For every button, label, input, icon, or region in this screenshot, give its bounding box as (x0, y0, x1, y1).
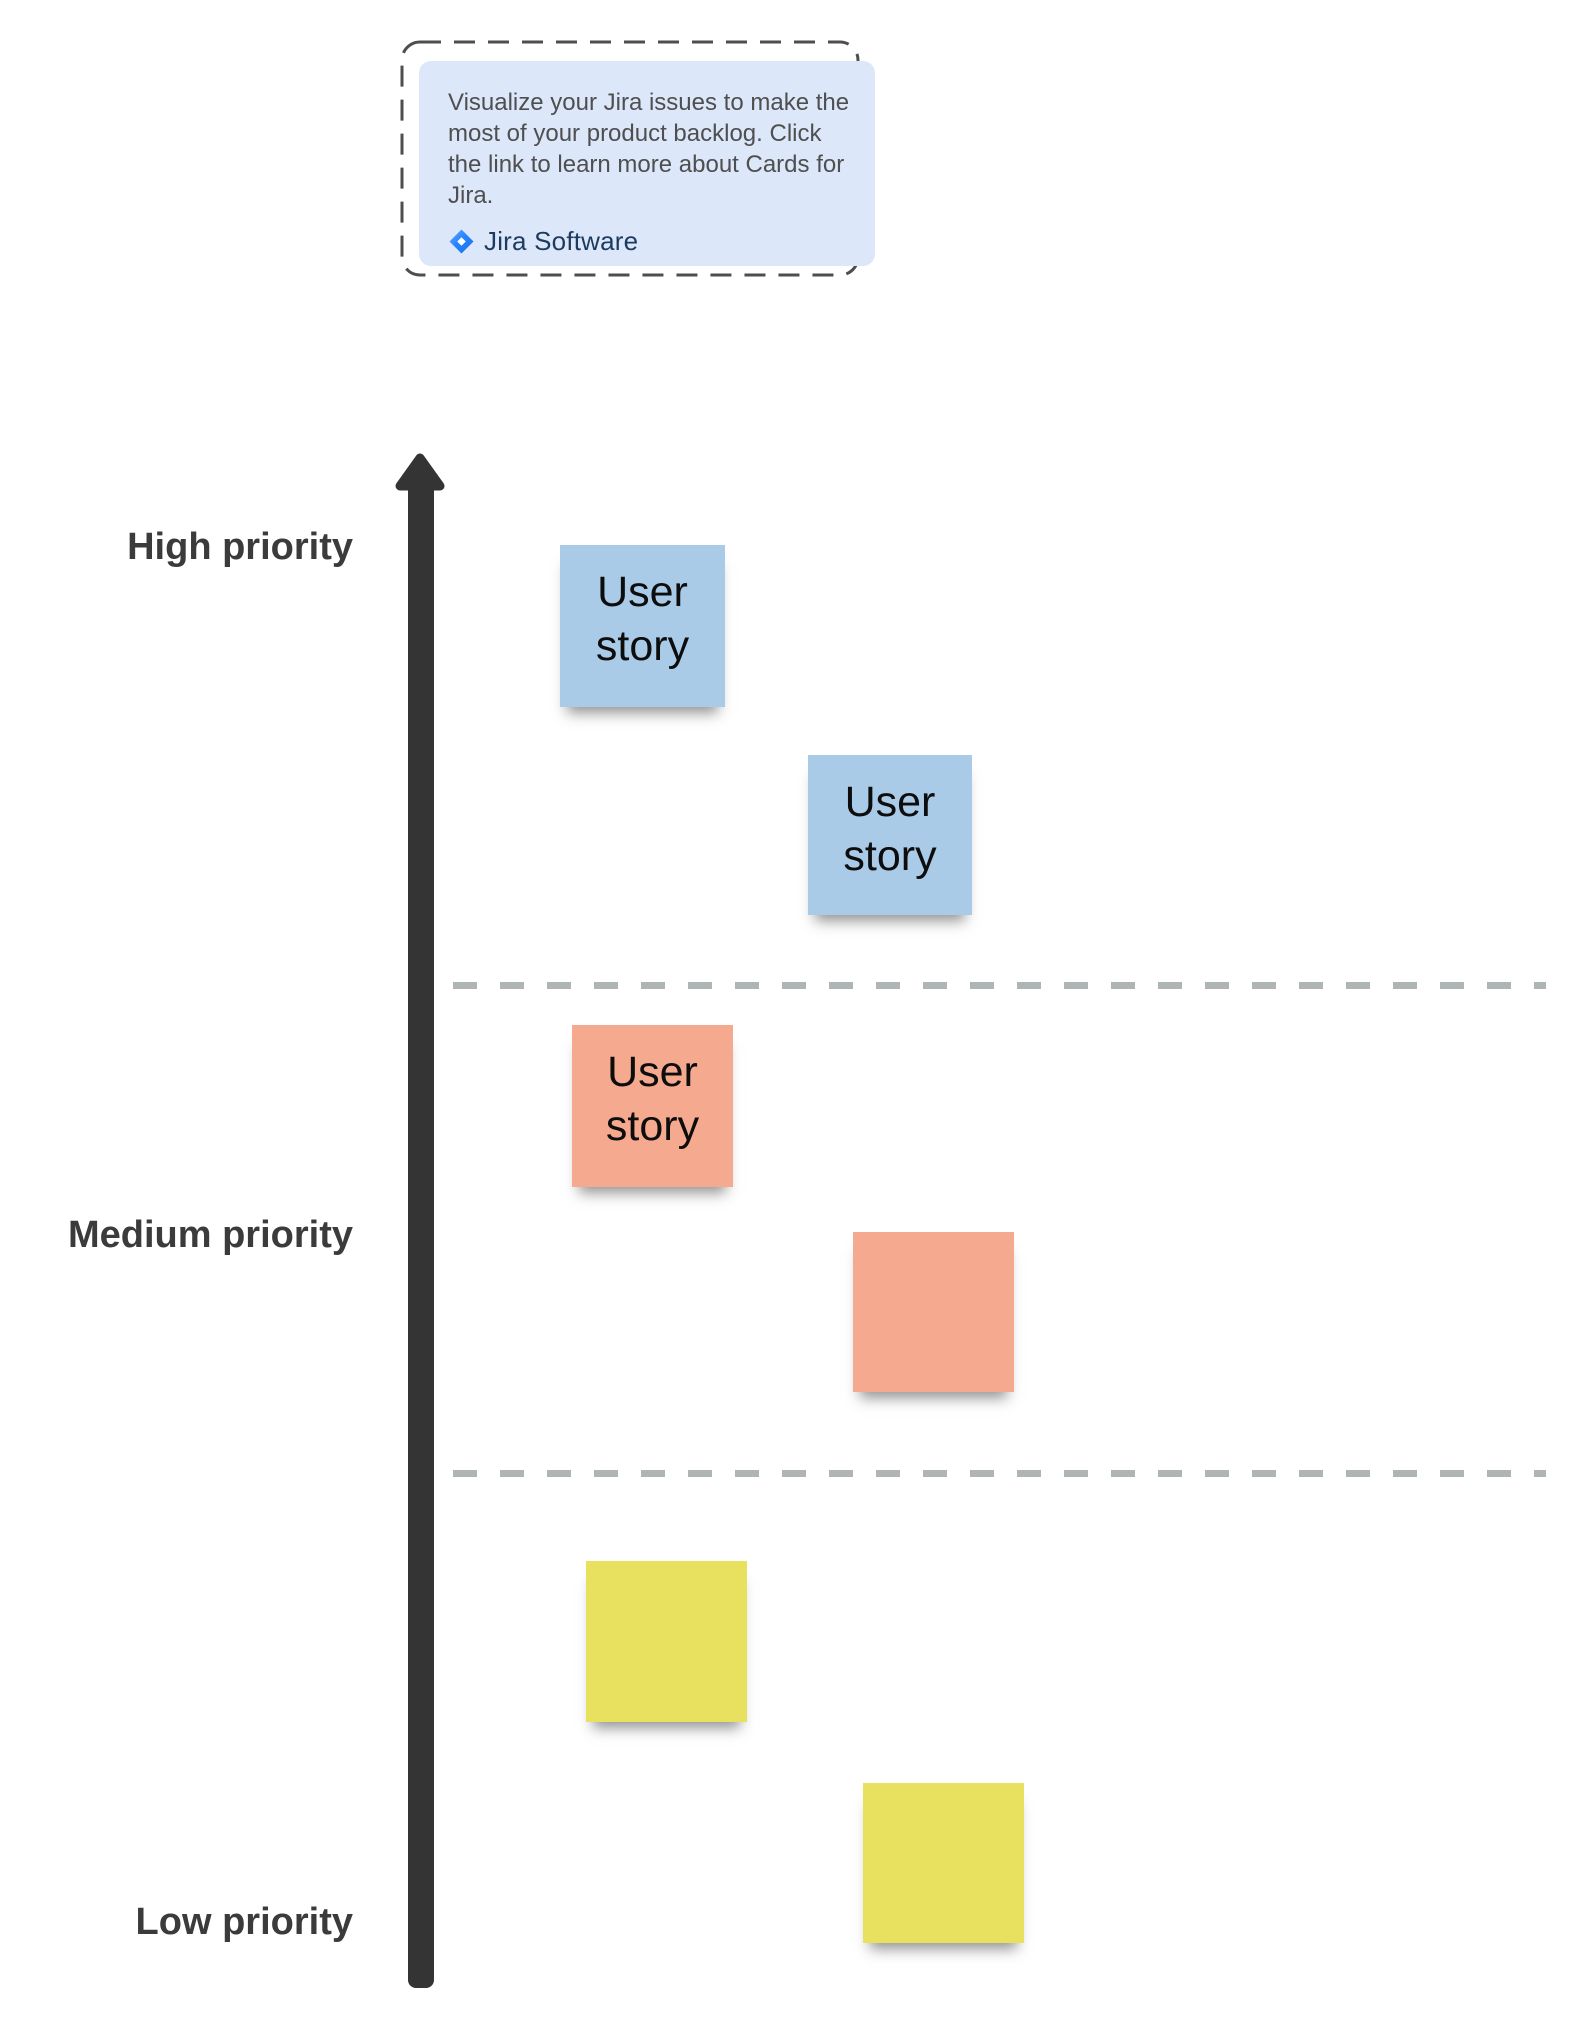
priority-axis-shaft (408, 483, 434, 1988)
label-medium-priority: Medium priority (67, 1214, 353, 1256)
sticky-note-label: User story (595, 568, 690, 670)
divider-high-medium (453, 982, 1546, 989)
sticky-note-medium-2[interactable] (853, 1232, 1014, 1392)
label-low-priority: Low priority (135, 1901, 353, 1943)
jira-callout-card[interactable]: Visualize your Jira issues to make the m… (419, 61, 875, 266)
label-high-priority: High priority (127, 526, 353, 568)
jira-logo-label: Jira Software (484, 226, 639, 256)
sticky-note-medium-1[interactable]: User story (572, 1025, 733, 1187)
sticky-note-high-1[interactable]: User story (560, 545, 725, 707)
sticky-note-high-2[interactable]: User story (808, 755, 972, 915)
jira-icon (448, 228, 475, 255)
sticky-note-label: User story (605, 1048, 700, 1150)
sticky-note-label: User story (843, 778, 937, 880)
arrow-up-icon (395, 450, 445, 492)
jira-software-link[interactable]: Jira Software (448, 226, 853, 257)
sticky-note-low-1[interactable] (586, 1561, 747, 1722)
sticky-note-low-2[interactable] (863, 1783, 1024, 1943)
callout-text: Visualize your Jira issues to make the m… (448, 89, 850, 209)
divider-medium-low (453, 1470, 1546, 1477)
